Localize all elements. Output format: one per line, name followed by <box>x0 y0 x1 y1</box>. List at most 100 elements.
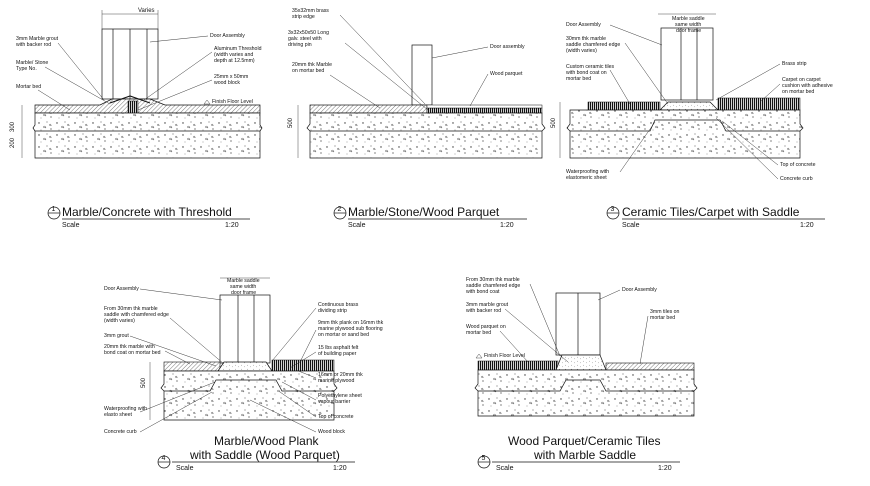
label: Wood block <box>318 429 345 435</box>
detail-title: Marble/Stone/Wood Parquet <box>348 205 500 219</box>
label: mortar bed <box>566 76 591 82</box>
label: Finish Floor Level <box>212 99 253 105</box>
dim-side-b: 200 <box>10 137 16 148</box>
label: Top of concrete <box>780 162 816 168</box>
scale-label: Scale <box>622 222 640 229</box>
label: Door Assembly <box>210 33 245 39</box>
label: marine plywood <box>318 378 354 384</box>
carpet <box>717 97 801 111</box>
scale-value: 1:20 <box>225 222 239 229</box>
wood-parquet <box>426 107 543 114</box>
marble-saddle <box>217 361 273 372</box>
label: Aluminum Threshold <box>214 46 262 52</box>
detail-number: 1 <box>52 206 56 213</box>
dim-side: 500 <box>141 377 147 388</box>
detail-title-line-1: Marble/Wood Plank <box>214 434 319 448</box>
saddle-label: Marble saddle <box>227 278 260 284</box>
detail-number: 3 <box>611 206 615 213</box>
label: mortar bed <box>466 330 491 336</box>
marble-layer <box>309 104 428 114</box>
label: Concrete curb <box>104 429 137 435</box>
detail-title-line-2: with Saddle (Wood Parquet) <box>189 448 340 462</box>
detail-title-line-1: Wood Parquet/Ceramic Tiles <box>508 434 661 448</box>
label: saddle with chamfered edge <box>104 312 169 318</box>
door-assembly <box>660 27 714 101</box>
label: 3mm grout <box>104 333 129 339</box>
label: bond coat on mortar bed <box>104 350 161 356</box>
label: on mortar bed <box>782 89 814 95</box>
saddle-label: door frame <box>231 290 256 296</box>
scale-label: Scale <box>348 222 366 229</box>
label: with backer rod <box>466 308 501 314</box>
label: Type No. <box>16 66 37 72</box>
label: elastomeric sheet <box>566 175 607 181</box>
label: with bond coat <box>466 289 500 295</box>
concrete-slab <box>306 112 546 159</box>
label: 30mm thk marble <box>566 36 606 42</box>
label: 3mm marble grout <box>466 302 509 308</box>
detail-number: 4 <box>162 455 166 462</box>
concrete-slab <box>32 112 263 159</box>
label: Door Assembly <box>622 287 657 293</box>
label: 15 lbs asphalt felt <box>318 345 359 351</box>
label: Polyethylene sheet <box>318 393 362 399</box>
label: Continuous brass <box>318 302 359 308</box>
dim-side-a: 300 <box>10 121 16 132</box>
label: elasto sheet <box>104 412 133 418</box>
label: Finish Floor Level <box>484 353 525 359</box>
detail-2: 500 35x32mm brass strip edge 3x32x50x50 … <box>288 8 546 229</box>
label: mortar bed <box>650 315 675 321</box>
detail-4: Marble saddle same width door frame 500 … <box>104 277 384 472</box>
label: saddle chamfered edge <box>566 42 620 48</box>
label: (width varies and <box>214 52 253 58</box>
scale-label: Scale <box>176 465 194 472</box>
detail-1: Varies 300 200 3mm Marble grout with bac… <box>10 8 263 229</box>
dim-side: 500 <box>288 117 294 128</box>
label: vapour barrier <box>318 399 351 405</box>
scale-value: 1:20 <box>658 465 672 472</box>
label: Concrete curb <box>780 176 813 182</box>
label: 20mm thk marble with <box>104 344 155 350</box>
label: (width varies) <box>566 48 597 54</box>
wood-parquet <box>477 360 559 371</box>
label: From 30mm thk marble <box>104 306 158 312</box>
scale-value: 1:20 <box>800 222 814 229</box>
marble-layer <box>163 361 221 372</box>
label: From 30mm thk marble <box>466 277 520 283</box>
label: Wood parquet on <box>466 324 506 330</box>
label: cushion with adhesive <box>782 83 833 89</box>
label: Wood parquet <box>490 71 523 77</box>
label: 20mm thk Marble <box>292 62 332 68</box>
label: Marble/ Stone <box>16 60 48 66</box>
label: with backer rod <box>16 42 51 48</box>
door-assembly <box>219 294 271 364</box>
label: galv. steel with <box>288 36 322 42</box>
detail-number: 2 <box>338 206 342 213</box>
label: on mortar or sand bed <box>318 332 369 338</box>
label: Door Assembly <box>104 286 139 292</box>
concrete-slab <box>160 370 338 421</box>
label: Custom ceramic tiles <box>566 64 615 70</box>
detail-5: From 30mm thk marble saddle chamfered ed… <box>466 277 698 472</box>
label: of building paper <box>318 351 357 357</box>
label: Brass strip <box>782 61 807 67</box>
dim-side: 500 <box>551 117 557 128</box>
label: (width varies) <box>104 318 135 324</box>
ceramic-tiles <box>605 362 695 371</box>
marble-saddle <box>555 354 607 371</box>
detail-title-line-2: with Marble Saddle <box>533 448 636 462</box>
label: with bond coat on <box>566 70 607 76</box>
detail-number: 5 <box>482 455 486 462</box>
scale-value: 1:20 <box>333 465 347 472</box>
scale-label: Scale <box>496 465 514 472</box>
label: 3mm tiles on <box>650 309 680 315</box>
label: 16mm or 20mm thk <box>318 372 363 378</box>
label: wood block <box>214 80 240 86</box>
label: 25mm x 50mm <box>214 74 248 80</box>
saddle-label: door frame <box>676 28 701 34</box>
detail-title: Marble/Concrete with Threshold <box>62 205 232 219</box>
label: Top of concrete <box>318 414 354 420</box>
label: 3mm Marble grout <box>16 36 59 42</box>
detail-title: Ceramic Tiles/Carpet with Saddle <box>622 205 800 219</box>
